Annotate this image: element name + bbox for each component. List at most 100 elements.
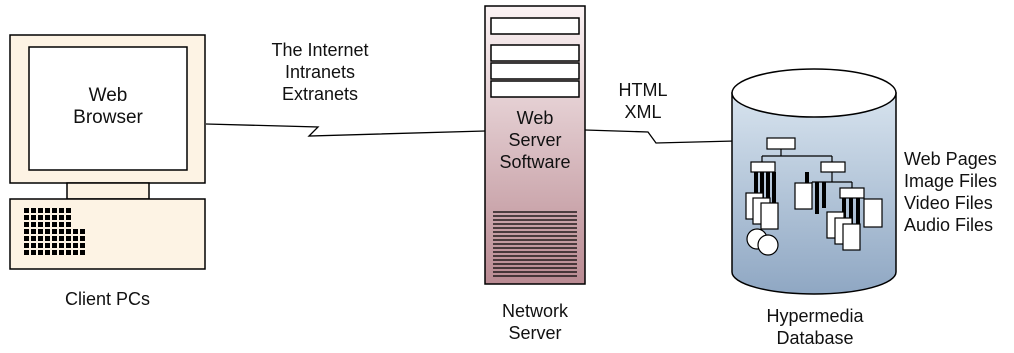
key-dot — [45, 229, 50, 234]
server-software-label: Web Server Software — [485, 107, 585, 173]
key-dot — [59, 243, 64, 248]
key-dot — [73, 229, 78, 234]
hierarchy-bar — [822, 182, 826, 208]
key-dot — [31, 250, 36, 255]
drive-bay-3 — [490, 62, 580, 80]
key-dot — [52, 250, 57, 255]
database-contents-list: Web Pages Image Files Video Files Audio … — [904, 148, 997, 236]
key-dot — [66, 222, 71, 227]
internet-line-3: Extranets — [281, 84, 359, 104]
internet-line-1: The Internet — [271, 40, 369, 60]
key-dot — [66, 250, 71, 255]
key-dot — [31, 215, 36, 220]
software-line-3: Software — [499, 152, 571, 172]
protocol-link — [584, 129, 736, 144]
database-lid — [731, 68, 897, 118]
key-dot — [38, 222, 43, 227]
database-caption: Hypermedia Database — [740, 305, 890, 349]
key-dot — [24, 243, 29, 248]
key-dot — [45, 243, 50, 248]
hierarchy-bar — [856, 198, 860, 238]
page-icon — [794, 182, 813, 210]
hierarchy-bar — [772, 172, 776, 212]
key-dot — [24, 215, 29, 220]
key-dot — [66, 236, 71, 241]
node-right — [820, 161, 846, 173]
key-dot — [24, 222, 29, 227]
key-dot — [38, 236, 43, 241]
page-icon — [842, 223, 861, 251]
client-screen-label: Web Browser — [29, 85, 187, 129]
hierarchy-bar — [754, 172, 758, 212]
key-dot — [38, 215, 43, 220]
key-dot — [45, 250, 50, 255]
key-dot — [80, 236, 85, 241]
key-dot — [59, 215, 64, 220]
key-dot — [24, 229, 29, 234]
server-vents — [493, 211, 577, 277]
screen-line-2: Browser — [73, 107, 143, 128]
key-dot — [80, 243, 85, 248]
key-dot — [38, 208, 43, 213]
key-dot — [45, 208, 50, 213]
key-dot — [66, 208, 71, 213]
server-caption: Network Server — [485, 300, 585, 344]
database-caption-line-1: Hypermedia — [766, 306, 864, 326]
key-dot — [45, 236, 50, 241]
client-pc — [9, 34, 206, 270]
page-icon — [863, 198, 883, 228]
hierarchy-bar — [805, 172, 809, 186]
key-dot — [45, 222, 50, 227]
key-dot — [38, 250, 43, 255]
key-dot — [38, 243, 43, 248]
key-dot — [31, 243, 36, 248]
server-caption-line-1: Network — [501, 301, 568, 321]
key-dot — [59, 222, 64, 227]
content-item: Audio Files — [904, 215, 994, 235]
key-dot — [73, 250, 78, 255]
key-dot — [24, 208, 29, 213]
internet-link — [205, 123, 486, 137]
key-dot — [73, 243, 78, 248]
content-item: Web Pages — [904, 149, 997, 169]
key-dot — [52, 215, 57, 220]
hierarchy-bar — [766, 172, 770, 222]
content-item: Video Files — [904, 193, 993, 213]
key-dot — [59, 236, 64, 241]
software-line-1: Web — [516, 108, 554, 128]
protocol-label: HTML XML — [598, 79, 688, 123]
key-dot — [52, 243, 57, 248]
key-dot — [52, 222, 57, 227]
media-disc-icon — [757, 234, 779, 256]
drive-bay-1 — [490, 17, 580, 35]
protocol-line-2: XML — [624, 102, 662, 122]
software-line-2: Server — [508, 130, 562, 150]
key-dot — [31, 222, 36, 227]
key-dot — [31, 208, 36, 213]
key-dot — [45, 215, 50, 220]
key-dot — [31, 236, 36, 241]
network-server — [484, 5, 586, 285]
key-dot — [59, 208, 64, 213]
server-caption-line-2: Server — [508, 323, 562, 343]
node-right-child — [839, 187, 865, 199]
drive-bay-2 — [490, 44, 580, 62]
key-dot — [24, 236, 29, 241]
key-dot — [52, 208, 57, 213]
content-item: Image Files — [904, 171, 998, 191]
key-dot — [24, 250, 29, 255]
key-dot — [59, 250, 64, 255]
hierarchy-bar — [849, 198, 853, 234]
key-dot — [80, 250, 85, 255]
node-left — [750, 161, 776, 173]
database-caption-line-2: Database — [776, 328, 854, 348]
key-dot — [66, 229, 71, 234]
monitor-screen — [28, 46, 188, 171]
key-dot — [80, 229, 85, 234]
root-node — [766, 137, 796, 150]
key-dot — [38, 229, 43, 234]
key-dot — [31, 229, 36, 234]
internet-label: The Internet Intranets Extranets — [250, 39, 390, 105]
